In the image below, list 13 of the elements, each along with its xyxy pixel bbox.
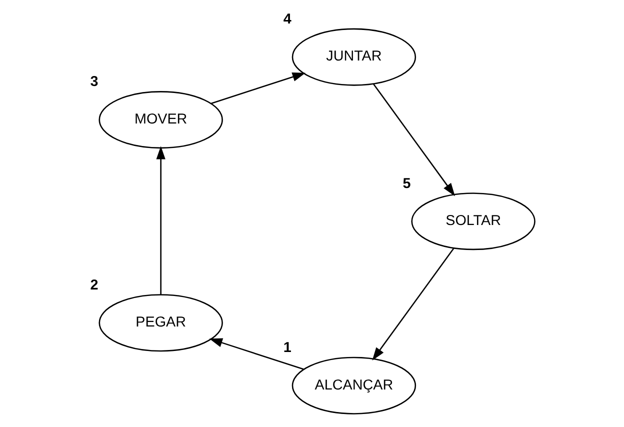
node-label: 1 <box>282 340 291 356</box>
arrow <box>208 338 304 370</box>
node-ellipse: ALCANÇAR <box>291 356 416 414</box>
node-label: 4 <box>282 11 291 28</box>
node-ellipse: MOVER <box>98 91 222 149</box>
arrow <box>372 83 455 196</box>
arrow <box>372 248 454 360</box>
node-label: 2 <box>90 277 98 294</box>
node-label: 5 <box>402 176 410 192</box>
arrow <box>156 146 165 295</box>
node-ellipse: SOLTAR <box>410 192 535 250</box>
arrow <box>210 72 306 104</box>
node-label: 3 <box>90 74 98 90</box>
